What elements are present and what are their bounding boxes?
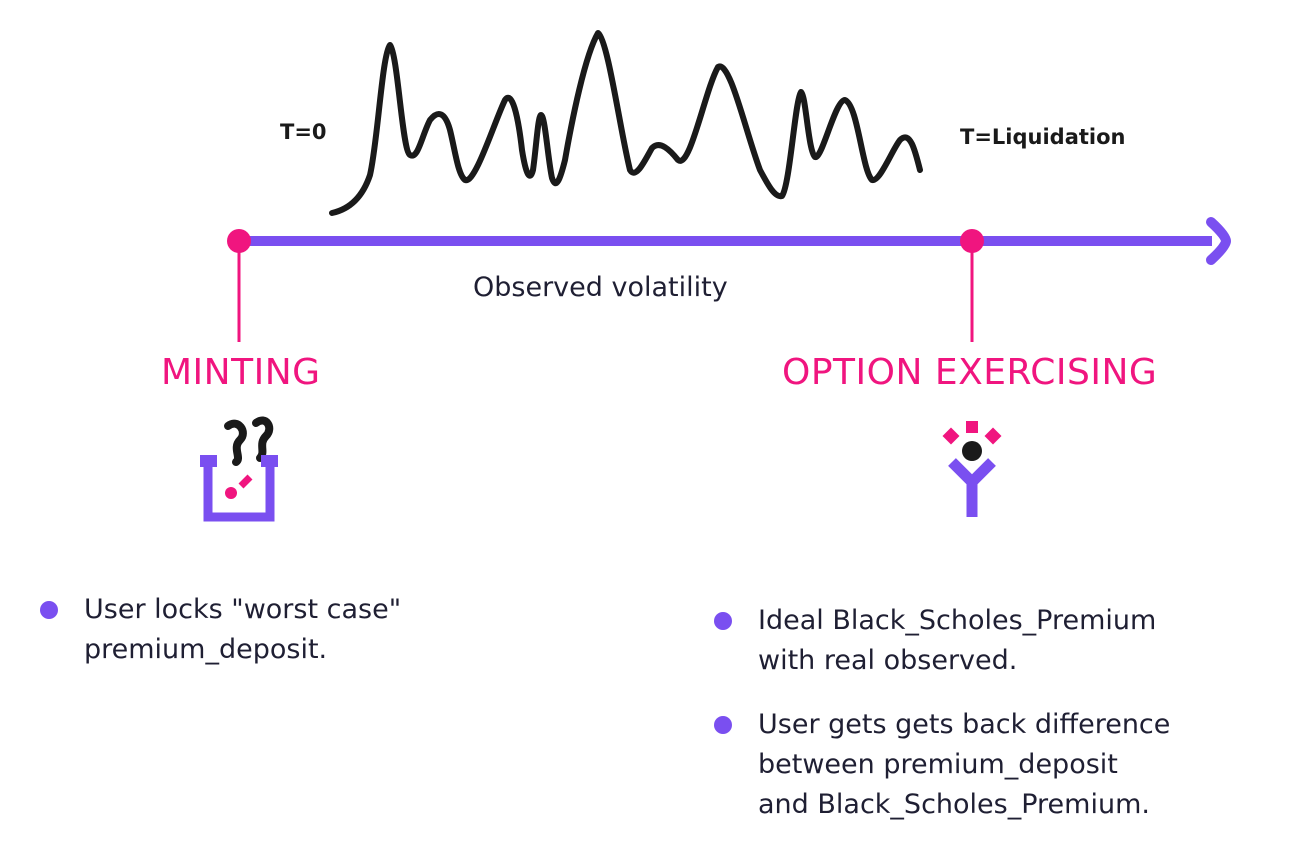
minting-icon — [200, 416, 278, 522]
list-item: User gets gets back difference between p… — [714, 705, 1294, 825]
minting-bullets: User locks "worst case" premium_deposit. — [40, 590, 600, 670]
axis-caption: Observed volatility — [473, 272, 728, 303]
start-time-label: T=0 — [280, 120, 327, 144]
exercising-bullets: Ideal Black_Scholes_Premium with real ob… — [714, 601, 1294, 825]
minting-title: MINTING — [161, 352, 321, 393]
volatility-curve — [329, 30, 923, 216]
list-item: Ideal Black_Scholes_Premium with real ob… — [714, 601, 1294, 681]
list-item: User locks "worst case" premium_deposit. — [40, 590, 600, 670]
minting-marker — [227, 229, 251, 253]
exercising-marker — [960, 229, 984, 253]
exercising-title: OPTION EXERCISING — [782, 352, 1158, 393]
timeline-arrow-icon — [1206, 217, 1231, 265]
end-time-label: T=Liquidation — [960, 125, 1126, 149]
exercising-icon — [942, 421, 1002, 517]
